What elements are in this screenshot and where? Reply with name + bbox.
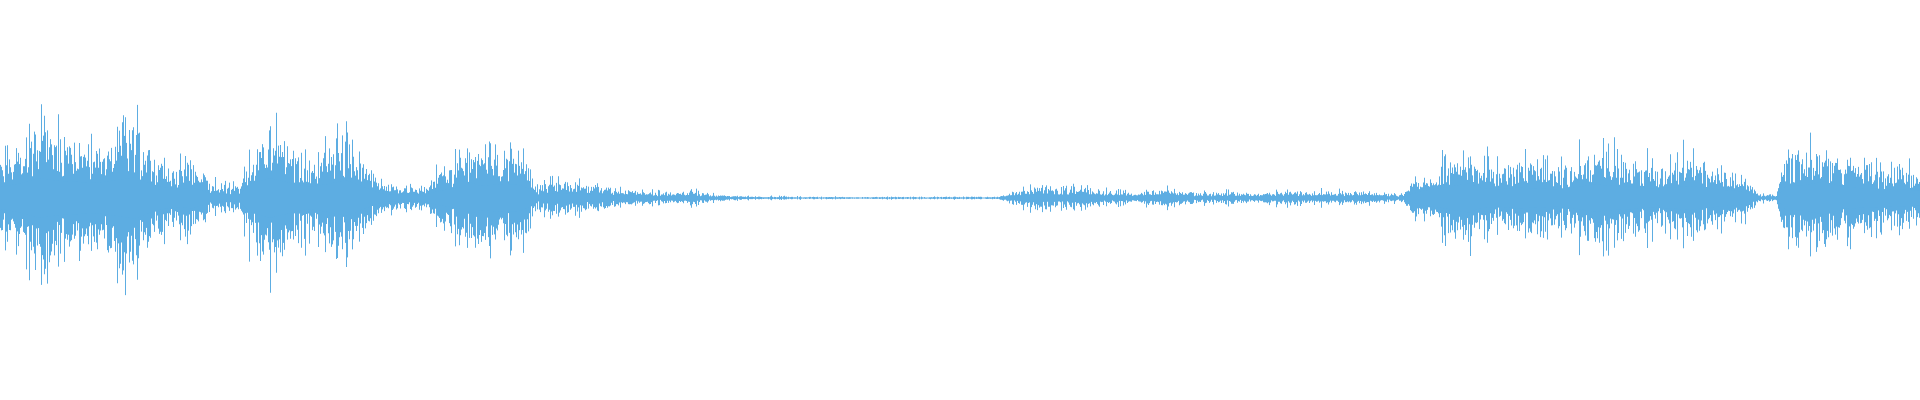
waveform-core — [0, 177, 1920, 219]
waveform-samples — [0, 104, 1920, 296]
